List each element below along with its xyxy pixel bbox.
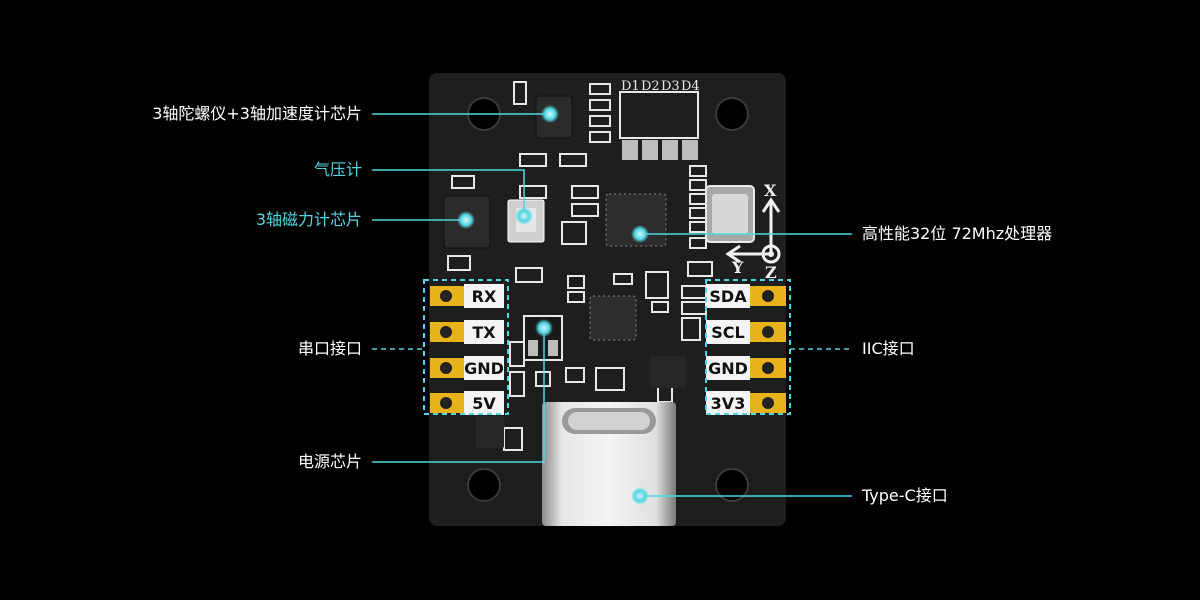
callout-mcu: 高性能32位 72Mhz处理器 [862,224,1053,243]
line-barometer [372,169,525,216]
pin-label-3v3: 3V3 [711,394,746,413]
callout-typec: Type-C接口 [862,486,948,505]
callout-lines [372,113,852,497]
mounting-holes [467,97,749,502]
callout-power-chip: 电源芯片 [297,452,362,471]
sot-chip-right [650,356,686,388]
axis-x-label: X [764,181,777,200]
uart-highlight-box [423,279,509,415]
sot-chip-left [476,416,504,448]
pin-header-right [706,284,786,415]
axis-z-label: Z [765,263,777,282]
pin-label-gnd-right: GND [708,359,748,378]
pin-labels-right: SDA SCL GND 3V3 [708,287,748,413]
callout-uart: 串口接口 [297,339,362,358]
mcu-chip [605,193,667,247]
pin-labels-left: RX TX GND 5V [464,287,504,413]
pin-label-scl: SCL [711,323,744,342]
pin-header-left [430,284,504,415]
callout-barometer: 气压计 [313,160,362,179]
iic-highlight-box [705,279,791,415]
callout-dots [457,105,649,505]
pin-label-sda: SDA [709,287,747,306]
axis-labels: X Y Z [731,181,777,282]
led-pads [619,91,699,160]
axis-y-label: Y [731,258,744,277]
led-label-d1: D1 [621,79,640,94]
led-labels: D1 D2 D3 D4 [621,79,700,94]
callout-magnetometer: 3轴磁力计芯片 [255,210,362,229]
typec-connector [542,402,676,526]
secondary-ic [589,295,637,341]
axis-indicator [725,197,781,264]
led-label-d2: D2 [641,79,660,94]
pin-label-tx: TX [472,323,496,342]
led-label-d3: D3 [661,79,680,94]
pin-label-gnd-left: GND [464,359,504,378]
line-power [372,328,545,463]
pin-label-5v: 5V [472,394,496,413]
led-label-d4: D4 [681,79,700,94]
pin-label-rx: RX [472,287,497,306]
callout-iic: IIC接口 [862,339,915,358]
callout-gyro-accel: 3轴陀螺仪+3轴加速度计芯片 [152,104,362,123]
